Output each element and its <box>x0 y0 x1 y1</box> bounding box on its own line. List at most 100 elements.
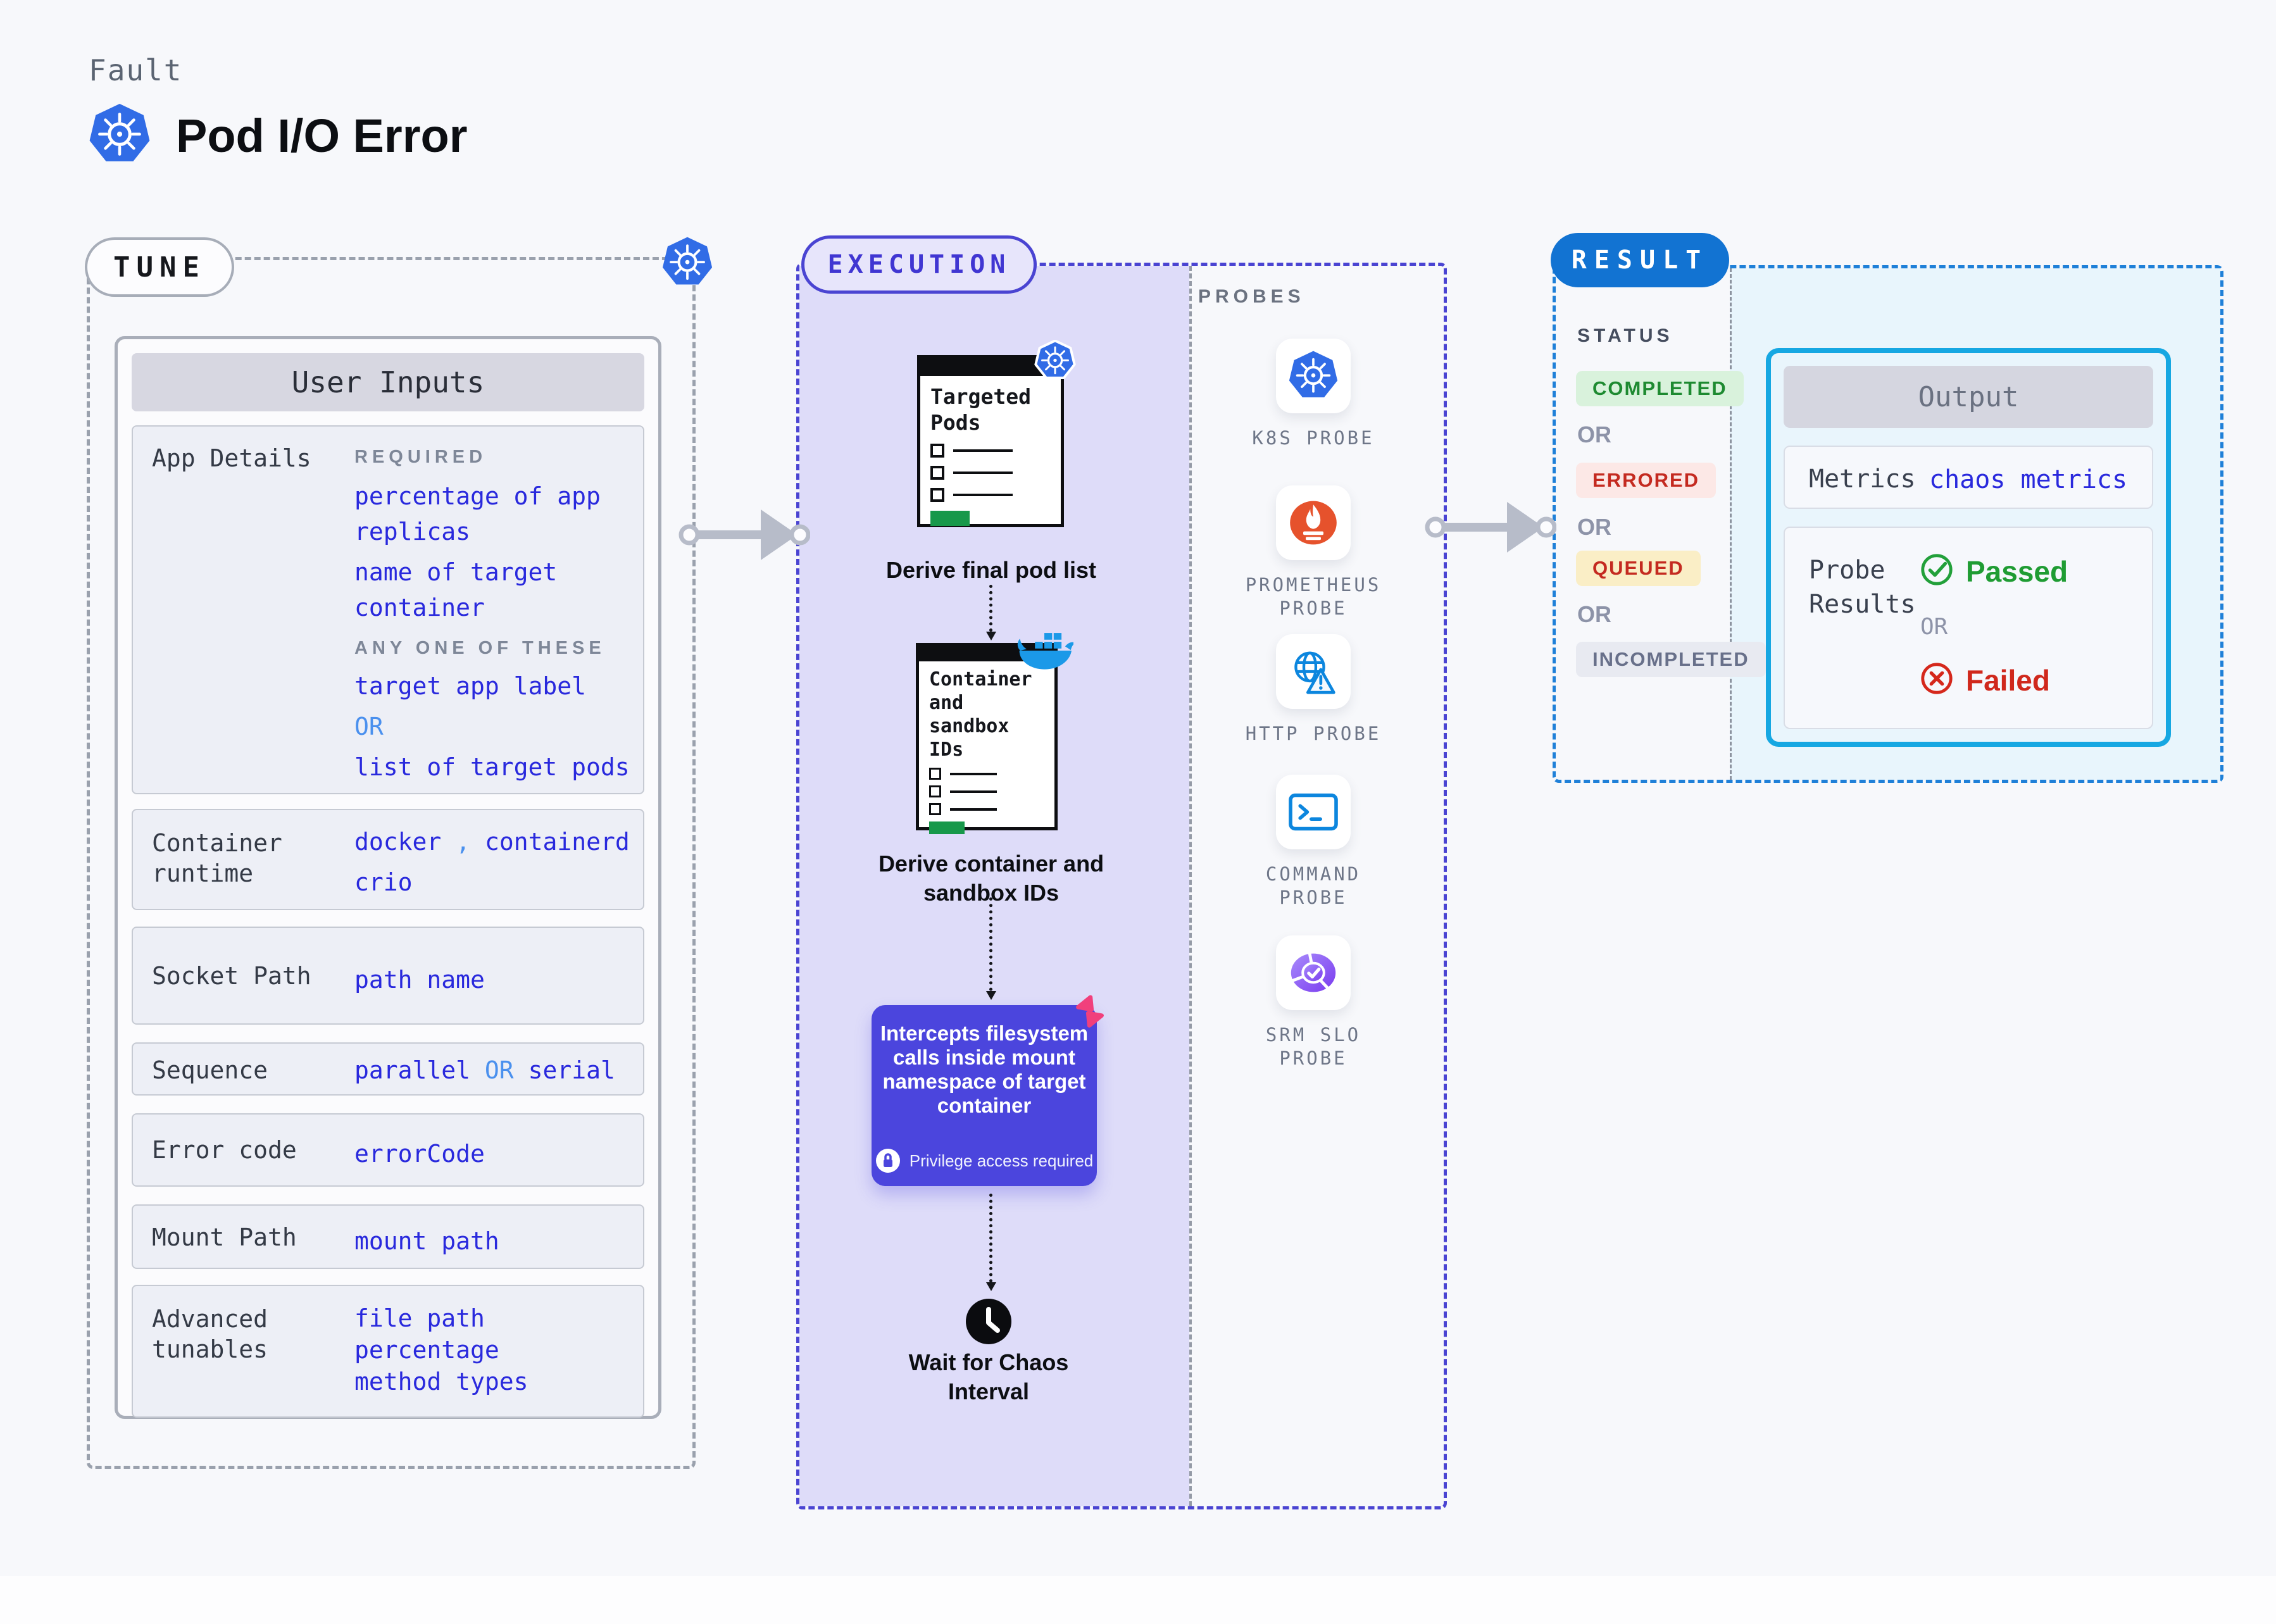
row-label: Sequence <box>152 1056 268 1084</box>
doc-title-line: Container <box>929 668 1032 690</box>
row-label: Error code <box>152 1136 297 1164</box>
probe-card-command <box>1276 775 1351 849</box>
probes-heading: PROBES <box>1198 286 1305 307</box>
any-one-label: ANY ONE OF THESE <box>354 638 606 658</box>
flow-arrow-execution-to-result <box>1422 497 1556 558</box>
row-label: Mount Path <box>152 1223 297 1251</box>
flow-arrow-tune-to-execution <box>676 504 810 565</box>
footer-strip <box>0 1576 2276 1624</box>
user-inputs-table: User Inputs App Details REQUIRED percent… <box>115 336 661 1419</box>
row-label: Metrics <box>1809 465 1916 494</box>
status-heading: STATUS <box>1577 325 1673 346</box>
input-value: path name <box>354 966 485 994</box>
metrics-value: chaos metrics <box>1929 465 2128 494</box>
table-row-error-code: Error code errorCode <box>132 1113 644 1187</box>
or-label: OR <box>1577 601 1611 627</box>
kubernetes-icon <box>87 103 152 167</box>
chaos-pink-icon <box>1076 995 1104 1028</box>
execution-badge: EXECUTION <box>801 235 1037 294</box>
result-badge: RESULT <box>1551 233 1729 287</box>
user-inputs-header: User Inputs <box>132 353 644 411</box>
fault-kicker: Fault <box>89 53 183 87</box>
doc-title-line: Pods <box>930 410 981 435</box>
input-value: mount path <box>354 1227 499 1255</box>
table-row-mount-path: Mount Path mount path <box>132 1204 644 1269</box>
input-value: percentage of app replicas <box>354 482 601 546</box>
input-value: containerd <box>484 828 630 856</box>
row-label: Container runtime <box>152 829 282 887</box>
input-value: target app label <box>354 672 587 700</box>
failed-x-icon <box>1919 661 1954 699</box>
table-row-container-runtime: Container runtime docker , containerd cr… <box>132 809 644 910</box>
passed-label: Passed <box>1966 555 2068 588</box>
step-caption: Wait for Chaos Interval <box>908 1349 1069 1404</box>
doc-title-line: and <box>929 692 964 714</box>
row-label: Socket Path <box>152 962 311 990</box>
container-sandbox-ids-document: Container and sandbox IDs <box>916 643 1058 834</box>
or-label: OR <box>1577 422 1611 447</box>
doc-list-item <box>919 785 1054 797</box>
comma: , <box>456 828 471 856</box>
row-label: Advanced tunables <box>152 1305 268 1363</box>
intercept-step-text: Intercepts filesystem calls inside mount… <box>880 1021 1089 1117</box>
input-value: list of target pods <box>354 753 630 781</box>
doc-list-item <box>920 466 1061 480</box>
probe-label: COMMAND PROBE <box>1265 863 1361 908</box>
probes-divider <box>1189 266 1192 1506</box>
doc-green-bar <box>929 821 965 834</box>
or-label: OR <box>354 713 384 740</box>
tune-section <box>87 257 696 1469</box>
kubernetes-icon <box>1287 350 1339 402</box>
intercept-step-card: Intercepts filesystem calls inside mount… <box>872 1005 1097 1186</box>
doc-title-line: IDs <box>929 739 964 761</box>
input-value: crio <box>354 868 413 896</box>
dotted-connector <box>986 1194 996 1291</box>
docker-icon <box>1017 633 1073 670</box>
status-badge-incompleted: INCOMPLETED <box>1576 642 1766 677</box>
row-label: App Details <box>152 444 311 472</box>
kubernetes-icon <box>1034 340 1076 380</box>
probe-card-k8s <box>1276 339 1351 413</box>
input-value: errorCode <box>354 1140 485 1168</box>
slo-donut-icon <box>1291 951 1336 992</box>
terminal-icon <box>1289 793 1338 831</box>
dotted-connector <box>986 585 996 640</box>
probe-label: HTTP PROBE <box>1245 723 1382 744</box>
status-output-divider <box>1730 268 1732 780</box>
required-label: REQUIRED <box>354 447 487 467</box>
failed-label: Failed <box>1966 664 2050 697</box>
probe-card-prometheus <box>1276 485 1351 560</box>
input-value: parallel <box>354 1056 471 1084</box>
input-value: serial <box>528 1056 615 1084</box>
output-header: Output <box>1784 366 2153 428</box>
doc-title-line: Targeted <box>930 384 1031 409</box>
probe-label: K8S PROBE <box>1252 427 1375 449</box>
input-value: docker <box>354 828 442 856</box>
doc-list-item <box>919 768 1054 780</box>
row-label: Probe Results <box>1809 556 1916 619</box>
input-value: percentage <box>354 1336 499 1364</box>
step-caption: Derive final pod list <box>885 557 1097 583</box>
table-row-app-details: App Details REQUIRED percentage of app r… <box>132 425 644 794</box>
page-title: Pod I/O Error <box>176 109 468 162</box>
output-row-metrics: Metrics chaos metrics <box>1784 446 2153 509</box>
output-row-probe-results: Probe Results Passed OR Failed <box>1784 527 2153 729</box>
passed-check-icon <box>1921 554 1953 585</box>
or-label: OR <box>484 1056 514 1084</box>
dotted-connector <box>986 897 996 1000</box>
prometheus-icon <box>1290 501 1337 545</box>
lock-icon <box>875 1149 900 1173</box>
table-row-sequence: Sequence parallel OR serial <box>132 1042 644 1096</box>
input-value: method types <box>354 1368 528 1396</box>
status-badge-errored: ERRORED <box>1576 463 1716 498</box>
doc-list-item <box>920 488 1061 502</box>
doc-list-item <box>919 803 1054 815</box>
input-value: name of target container <box>354 558 558 621</box>
status-badge-completed: COMPLETED <box>1576 371 1744 406</box>
clock-icon <box>966 1299 1011 1344</box>
http-globe-icon <box>1294 651 1335 694</box>
doc-list-item <box>920 444 1061 458</box>
probe-label: SRM SLO PROBE <box>1265 1024 1361 1069</box>
status-badge-queued: QUEUED <box>1576 551 1701 586</box>
doc-green-bar <box>930 511 970 526</box>
